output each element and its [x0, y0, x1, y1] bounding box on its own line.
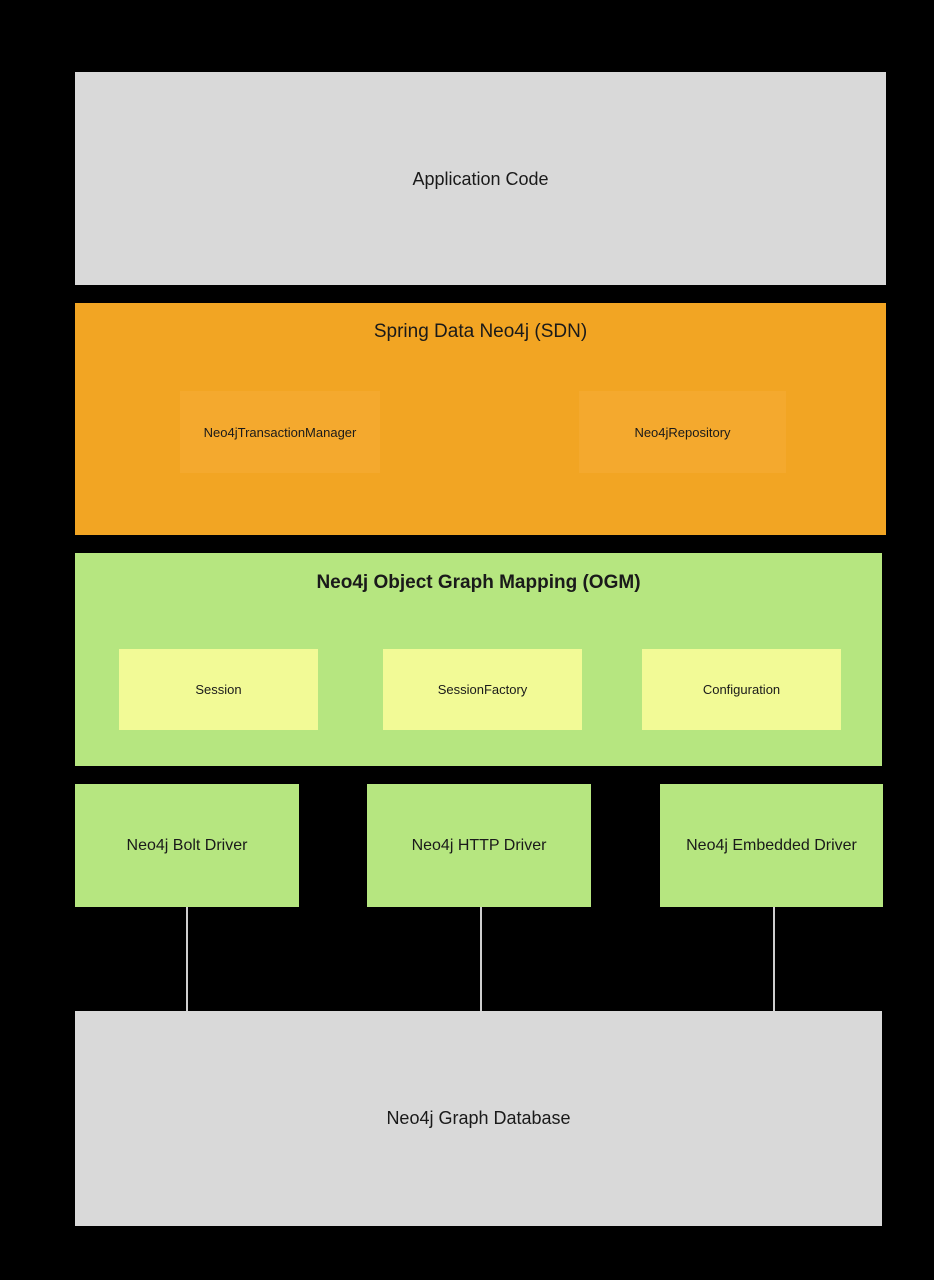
layer-neo4j-graph-database-label: Neo4j Graph Database: [386, 1108, 571, 1128]
layer-spring-data-neo4j-label: Spring Data Neo4j (SDN): [373, 321, 588, 342]
component-neo4j-transaction-manager: Neo4jTransactionManager: [180, 391, 380, 473]
layer-application-code: Application Code: [75, 72, 886, 285]
driver-neo4j-http: Neo4j HTTP Driver: [367, 784, 591, 907]
layer-neo4j-graph-database: Neo4j Graph Database: [75, 1011, 882, 1226]
component-configuration: Configuration: [642, 649, 841, 730]
component-session: Session: [119, 649, 318, 730]
layer-neo4j-ogm-label: Neo4j Object Graph Mapping (OGM): [316, 572, 641, 593]
layer-neo4j-ogm: Neo4j Object Graph Mapping (OGM) Session…: [75, 553, 882, 766]
driver-neo4j-bolt: Neo4j Bolt Driver: [75, 784, 299, 907]
component-session-factory: SessionFactory: [383, 649, 582, 730]
connector-http-to-database: [480, 907, 482, 1011]
driver-neo4j-embedded: Neo4j Embedded Driver: [660, 784, 883, 907]
connector-embedded-to-database: [773, 907, 775, 1011]
layer-application-code-label: Application Code: [412, 169, 549, 189]
layer-spring-data-neo4j: Spring Data Neo4j (SDN) Neo4jTransaction…: [75, 303, 886, 535]
component-neo4j-repository: Neo4jRepository: [579, 391, 786, 473]
connector-bolt-to-database: [186, 907, 188, 1011]
